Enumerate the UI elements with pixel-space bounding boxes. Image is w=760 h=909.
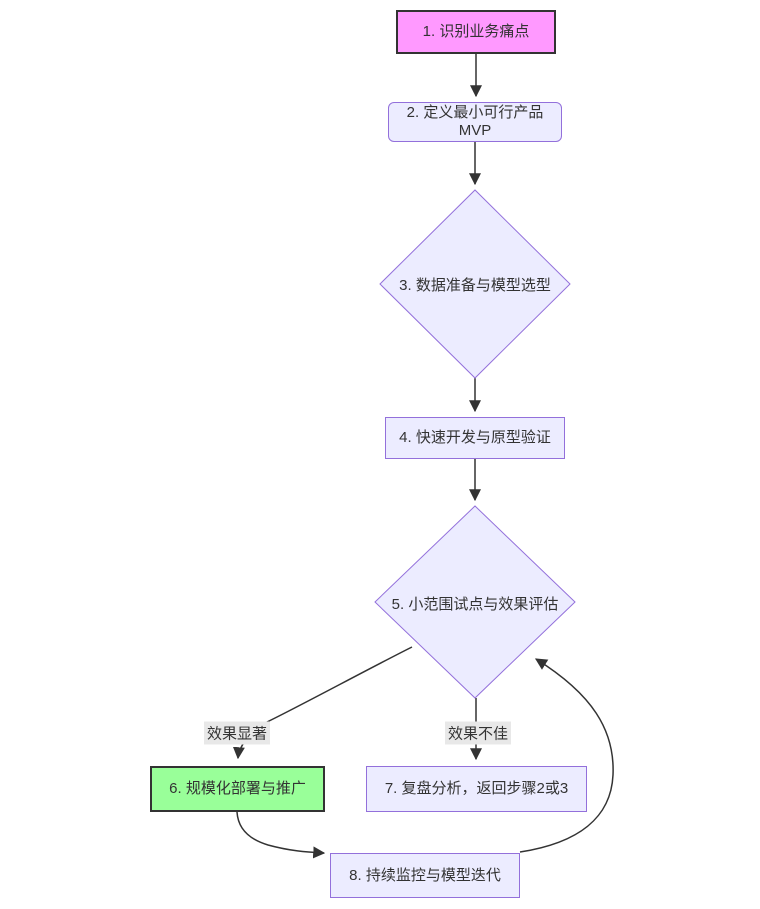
node-5-diamond-shape xyxy=(374,505,576,699)
node-8-continuous-monitoring: 8. 持续监控与模型迭代 xyxy=(330,853,520,898)
edge-8-5 xyxy=(519,658,614,853)
edge-6-8 xyxy=(236,811,326,859)
node-3-data-prep-model-selection: 3. 数据准备与模型选型 xyxy=(399,277,551,294)
node-3-diamond-shape xyxy=(379,189,571,379)
node-6-scale-deployment: 6. 规模化部署与推广 xyxy=(150,766,325,812)
edge-label-ineffective: 效果不佳 xyxy=(444,721,512,745)
node-2-define-mvp: 2. 定义最小可行产品 MVP xyxy=(388,102,562,142)
edge-label-effective: 效果显著 xyxy=(203,721,271,745)
node-4-rapid-dev-prototype: 4. 快速开发与原型验证 xyxy=(385,417,565,459)
node-1-identify-pain-points: 1. 识别业务痛点 xyxy=(396,10,556,54)
node-5-pilot-evaluation: 5. 小范围试点与效果评估 xyxy=(391,596,559,613)
node-7-review-return: 7. 复盘分析，返回步骤2或3 xyxy=(366,766,587,812)
